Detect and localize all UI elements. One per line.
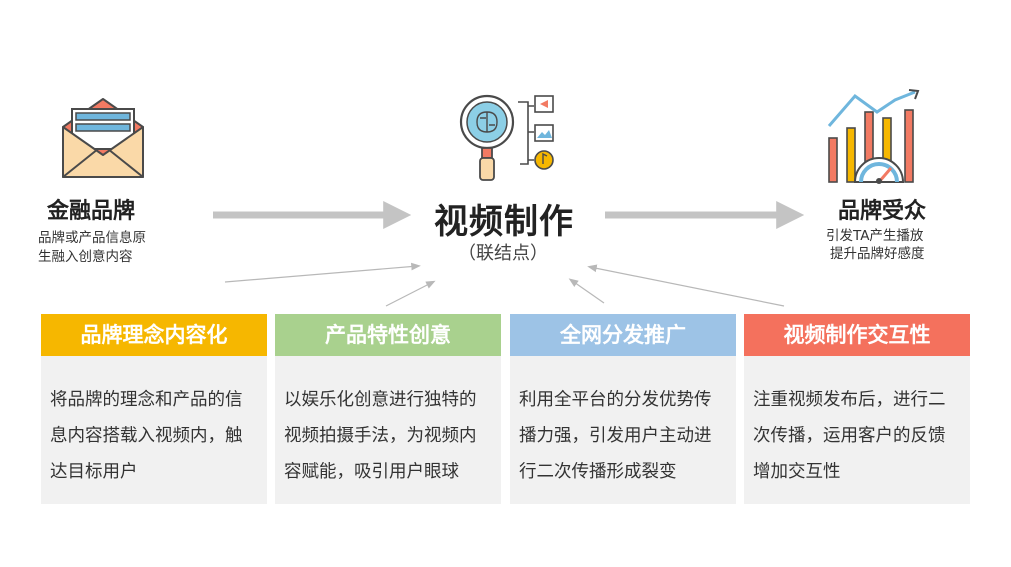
card-connector-3: [568, 278, 605, 304]
card-title: 产品特性创意: [275, 314, 501, 356]
card-title: 品牌理念内容化: [41, 314, 267, 356]
center-node-title: 视频制作: [434, 202, 574, 242]
card-connector-1: [224, 262, 421, 283]
right-node-desc-line1: 引发TA产生播放: [826, 228, 924, 244]
card-distribution: 全网分发推广 利用全平台的分发优势传播力强，引发用户主动进行二次传播形成裂变: [510, 314, 736, 504]
card-text: 以娱乐化创意进行独特的视频拍摄手法，为视频内容赋能，吸引用户眼球: [275, 356, 501, 504]
envelope-icon: [62, 98, 144, 178]
brain-magnifier-icon: [459, 94, 554, 181]
card-connector-4: [587, 264, 785, 307]
card-text: 利用全平台的分发优势传播力强，引发用户主动进行二次传播形成裂变: [510, 356, 736, 504]
left-node-title: 金融品牌: [47, 199, 136, 224]
card-title: 视频制作交互性: [744, 314, 970, 356]
right-node-title: 品牌受众: [838, 199, 927, 224]
growth-chart-gauge-icon: [827, 89, 920, 184]
right-node-desc-line2: 提升品牌好感度: [830, 246, 925, 262]
card-text: 将品牌的理念和产品的信息内容搭载入视频内，触达目标用户: [41, 356, 267, 504]
left-node-desc-line2: 生融入创意内容: [38, 249, 133, 265]
card-connector-2: [385, 280, 436, 307]
card-title: 全网分发推广: [510, 314, 736, 356]
center-node-subtitle: （联结点）: [458, 243, 548, 264]
card-text: 注重视频发布后，进行二次传播，运用客户的反馈增加交互性: [744, 356, 970, 504]
left-node-desc-line1: 品牌或产品信息原: [38, 230, 146, 246]
card-interactivity: 视频制作交互性 注重视频发布后，进行二次传播，运用客户的反馈增加交互性: [744, 314, 970, 504]
card-brand-concept: 品牌理念内容化 将品牌的理念和产品的信息内容搭载入视频内，触达目标用户: [41, 314, 267, 504]
card-product-creative: 产品特性创意 以娱乐化创意进行独特的视频拍摄手法，为视频内容赋能，吸引用户眼球: [275, 314, 501, 504]
